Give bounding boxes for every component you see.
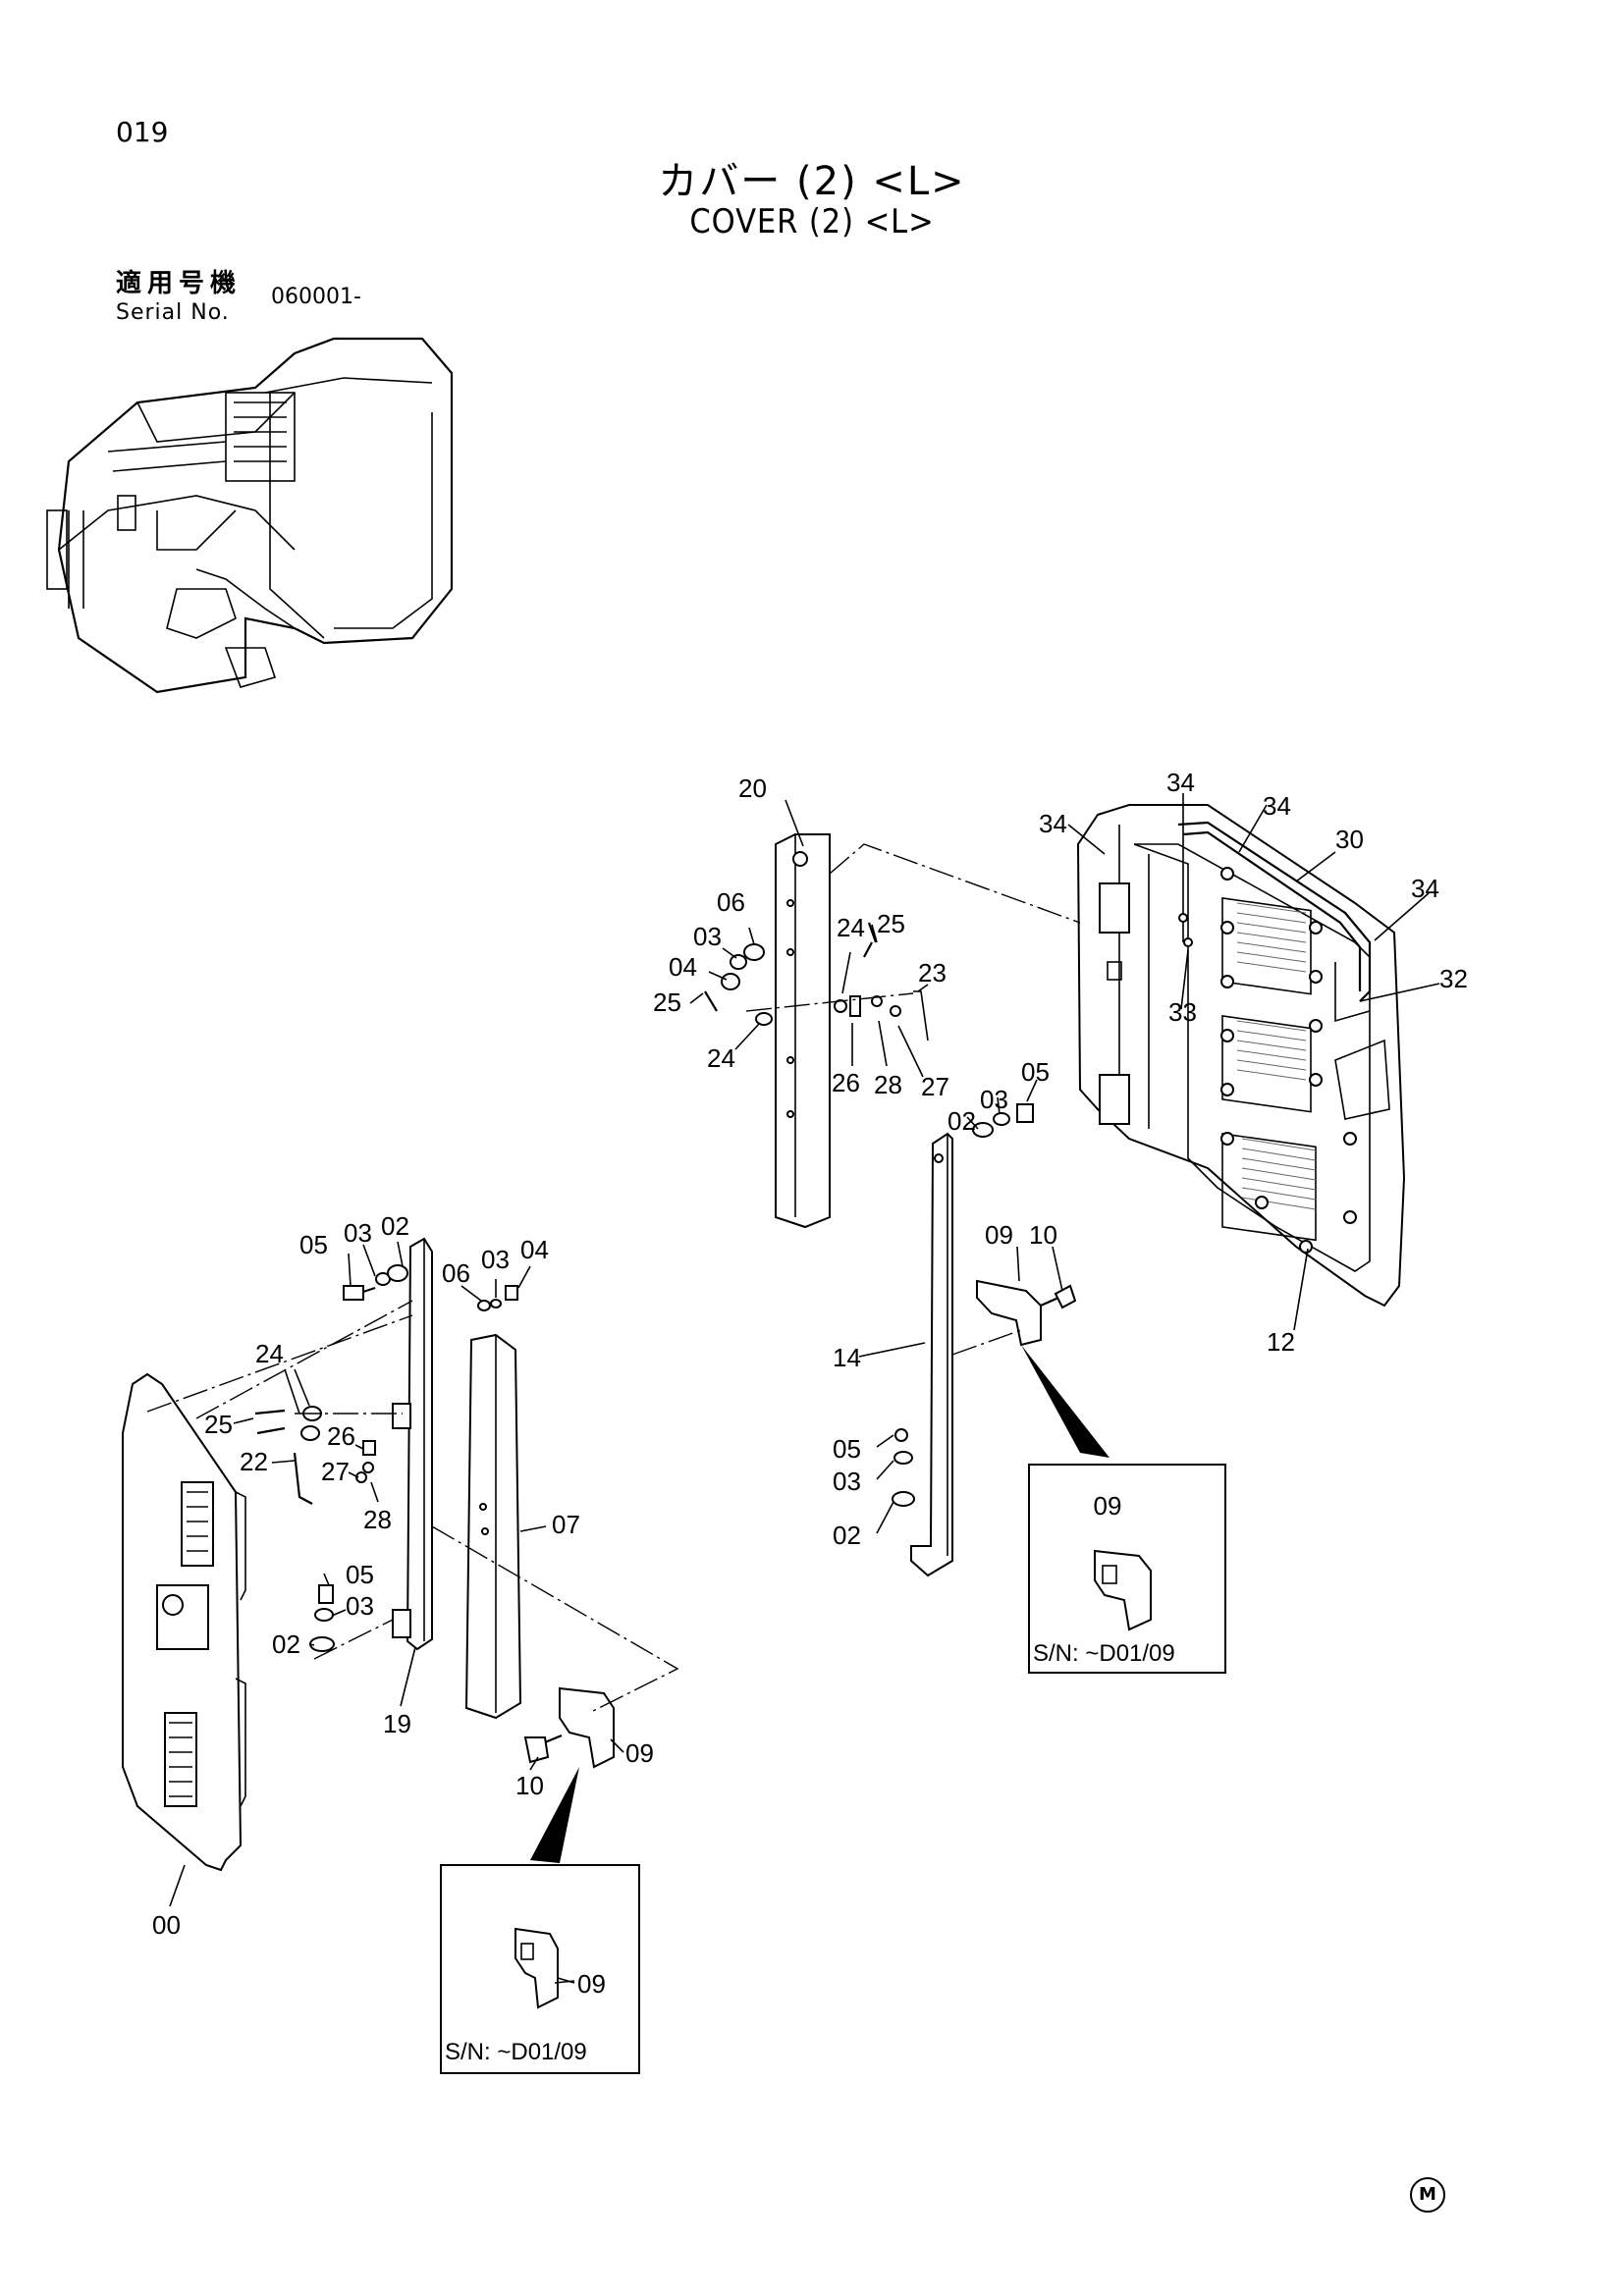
detail-box-left: S/N: ~D01/09 <box>440 1767 640 2074</box>
label-34: 34 <box>1166 768 1195 797</box>
leader-lines <box>169 793 1440 1984</box>
label-30: 30 <box>1335 825 1364 854</box>
label-05: 05 <box>1021 1057 1050 1087</box>
label-26: 26 <box>327 1421 355 1451</box>
label-09: 09 <box>985 1220 1013 1250</box>
pillar-07 <box>464 1333 522 1720</box>
label-02: 02 <box>947 1106 976 1136</box>
page-title-english: COVER (2) <L> <box>689 202 935 241</box>
page-title-japanese: カバー (2) <L> <box>658 159 966 204</box>
label-27: 27 <box>921 1072 949 1101</box>
label-28: 28 <box>874 1070 902 1099</box>
machine-overview-illustration <box>46 337 454 694</box>
hardware-right <box>704 922 1077 1507</box>
label-07: 07 <box>552 1510 580 1539</box>
detail-pointer-arrow-icon <box>1021 1345 1110 1458</box>
label-06: 06 <box>717 887 745 917</box>
label-22: 22 <box>240 1447 268 1476</box>
label-33: 33 <box>1168 997 1197 1027</box>
reference-line <box>829 843 1081 924</box>
label-05: 05 <box>346 1560 374 1589</box>
label-02: 02 <box>272 1629 300 1659</box>
bracket-20 <box>775 833 831 1229</box>
label-03: 03 <box>481 1245 510 1274</box>
label-20: 20 <box>738 774 767 803</box>
label-03: 03 <box>833 1467 861 1496</box>
door-latch-upper <box>1099 882 1130 934</box>
label-19: 19 <box>383 1709 411 1738</box>
label-10: 10 <box>1029 1220 1057 1250</box>
door-grille <box>1221 897 1317 1242</box>
part-number-labels: 20 34 34 34 30 34 32 33 06 03 04 25 24 2… <box>152 768 1468 1999</box>
label-06: 06 <box>442 1258 470 1288</box>
label-34: 34 <box>1263 791 1291 821</box>
hardware-left <box>254 1264 563 1764</box>
grille-mesh <box>1236 902 1317 1210</box>
label-03: 03 <box>693 922 722 951</box>
label-03: 03 <box>980 1085 1008 1114</box>
label-00: 00 <box>152 1910 181 1940</box>
bracket-14 <box>910 1132 953 1577</box>
door-panel-12 <box>1076 804 1406 1308</box>
detail-pointer-arrow-icon <box>530 1767 579 1863</box>
page-number: 019 <box>116 116 169 148</box>
label-25: 25 <box>653 988 681 1017</box>
detail-box-right-caption: S/N: ~D01/09 <box>1033 1640 1175 1667</box>
label-34: 34 <box>1411 874 1439 903</box>
label-04: 04 <box>520 1235 549 1264</box>
label-34: 34 <box>1039 809 1067 838</box>
label-14: 14 <box>833 1343 861 1372</box>
label-09: 09 <box>577 1969 606 1999</box>
door-seal-30 <box>1177 821 1372 1002</box>
label-04: 04 <box>669 952 697 982</box>
door-bolts <box>1220 867 1357 1254</box>
label-02: 02 <box>833 1521 861 1550</box>
door-latch-lower <box>1099 1074 1130 1125</box>
detail-box-right-part: 09 <box>1094 1491 1122 1521</box>
label-24: 24 <box>707 1043 735 1073</box>
label-28: 28 <box>363 1505 392 1534</box>
hinge-09-left <box>559 1686 615 1769</box>
label-32: 32 <box>1439 964 1468 993</box>
serial-number-value: 060001- <box>271 285 361 309</box>
serial-label-english: Serial No. <box>116 300 230 325</box>
label-27: 27 <box>321 1457 350 1486</box>
label-24: 24 <box>255 1339 284 1368</box>
label-03: 03 <box>344 1218 372 1248</box>
label-05: 05 <box>833 1434 861 1464</box>
label-05: 05 <box>299 1230 328 1259</box>
label-09: 09 <box>625 1738 654 1768</box>
label-24: 24 <box>837 913 865 942</box>
serial-label-japanese: 適用号機 <box>116 269 243 298</box>
label-23: 23 <box>918 958 947 988</box>
label-10: 10 <box>515 1771 544 1800</box>
label-26: 26 <box>832 1068 860 1097</box>
label-25: 25 <box>204 1410 233 1439</box>
wire-32 <box>1182 834 1371 1023</box>
maker-mark-icon: M <box>1410 2177 1445 2213</box>
label-03: 03 <box>346 1591 374 1621</box>
hinge-09-right <box>976 1279 1042 1347</box>
label-12: 12 <box>1267 1327 1295 1357</box>
label-02: 02 <box>381 1211 409 1241</box>
bracket-19 <box>392 1237 433 1651</box>
label-25: 25 <box>877 909 905 938</box>
detail-box-left-caption: S/N: ~D01/09 <box>445 2039 587 2065</box>
cover-panel-00 <box>122 1372 246 1872</box>
detail-box-right: 09 S/N: ~D01/09 <box>1021 1345 1226 1674</box>
